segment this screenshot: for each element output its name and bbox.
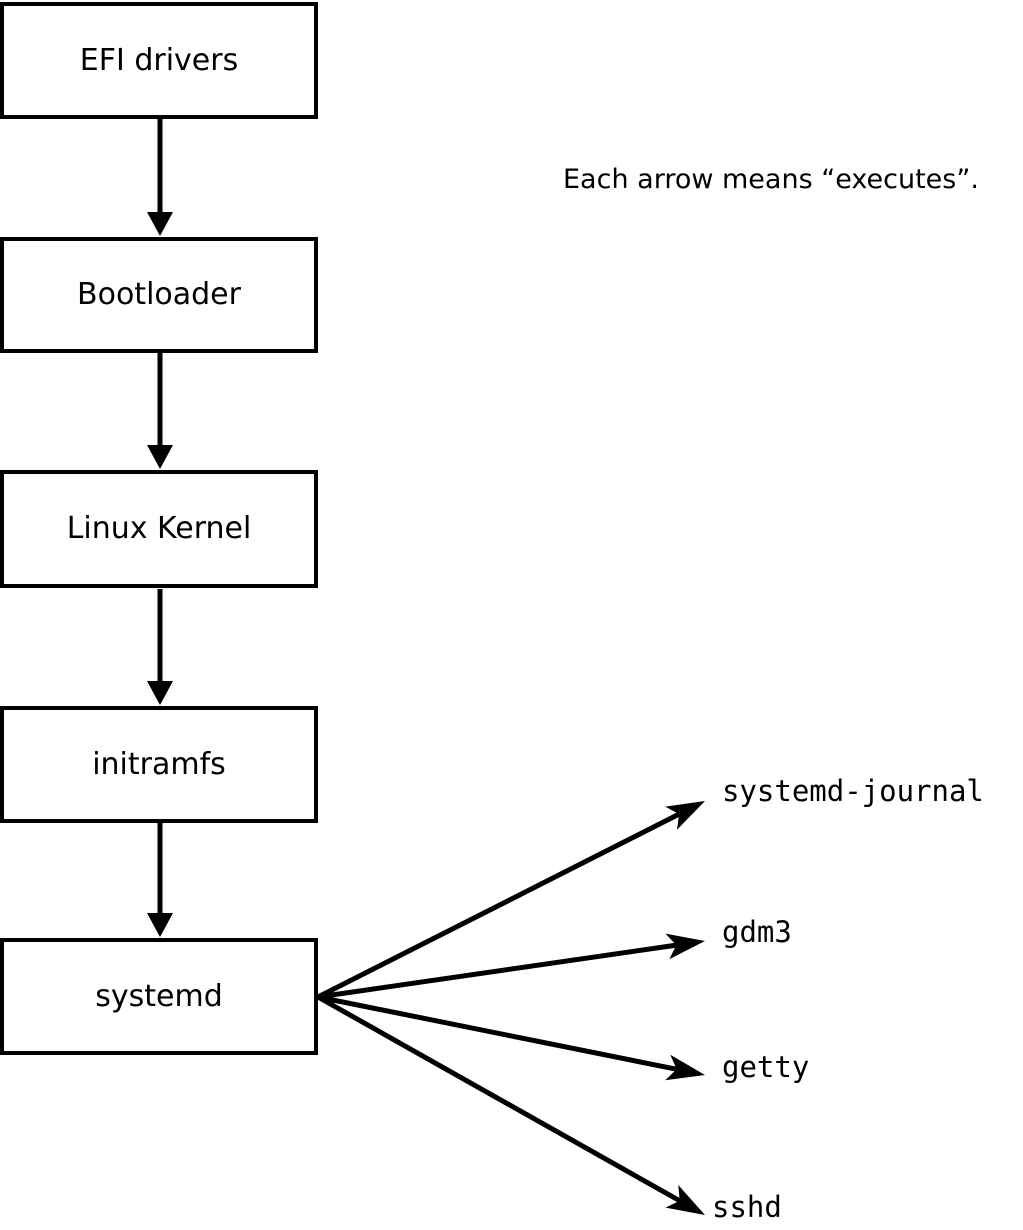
fanout-arrowhead-getty xyxy=(665,1054,705,1081)
service-label-getty: getty xyxy=(722,1050,810,1084)
fanout-arrow-sshd xyxy=(316,994,682,1204)
legend-note: Each arrow means “executes”. xyxy=(563,164,979,195)
chain-box-label-bootloader: Bootloader xyxy=(77,277,241,312)
fanout-arrowhead-systemd-journal xyxy=(665,801,705,830)
fanout-arrowhead-gdm3 xyxy=(665,933,705,960)
chain-box-label-linux-kernel: Linux Kernel xyxy=(66,511,252,546)
chain-box-label-efi-drivers: EFI drivers xyxy=(79,42,239,78)
chain-box-linux-kernel: Linux Kernel xyxy=(0,470,318,588)
chain-arrowhead-linux-kernel xyxy=(147,445,173,469)
chain-box-initramfs: initramfs xyxy=(0,706,318,823)
fanout-arrow-group xyxy=(316,801,705,1215)
fanout-arrow-gdm3 xyxy=(317,942,678,1000)
service-label-sshd: sshd xyxy=(712,1190,782,1224)
fanout-arrow-systemd-journal xyxy=(316,811,682,1000)
chain-arrowhead-bootloader xyxy=(147,212,173,236)
service-label-gdm3: gdm3 xyxy=(722,915,792,949)
chain-box-label-systemd: systemd xyxy=(95,978,223,1014)
chain-box-label-initramfs: initramfs xyxy=(92,746,226,782)
chain-box-bootloader: Bootloader xyxy=(0,237,318,353)
chain-arrowhead-initramfs xyxy=(147,681,173,705)
service-label-systemd-journal: systemd-journal xyxy=(722,774,984,808)
chain-box-efi-drivers: EFI drivers xyxy=(0,2,318,119)
chain-arrowhead-systemd xyxy=(147,913,173,937)
chain-arrow-group xyxy=(147,119,173,937)
fanout-arrow-getty xyxy=(317,994,679,1072)
chain-box-systemd: systemd xyxy=(0,938,318,1055)
fanout-arrowhead-sshd xyxy=(665,1185,705,1215)
